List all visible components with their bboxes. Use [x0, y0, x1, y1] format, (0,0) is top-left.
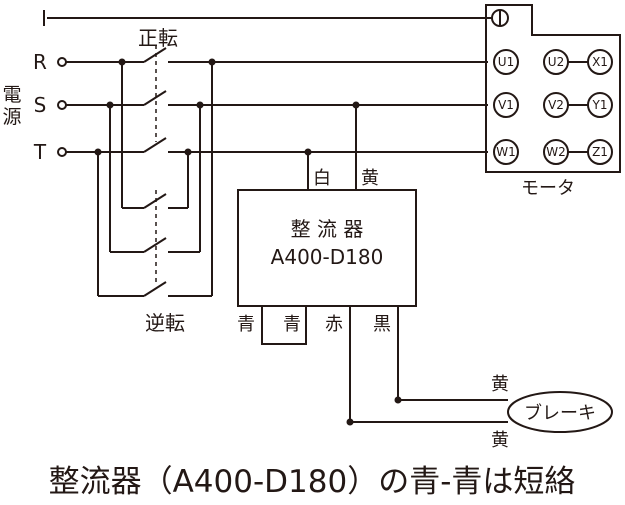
power-label-1: 電	[2, 84, 21, 106]
terminal-R	[57, 57, 67, 67]
label-X1: X1	[592, 55, 608, 69]
forward-label: 正転	[138, 26, 178, 50]
label-Z1: Z1	[592, 145, 608, 159]
rectifier-title: 整 流 器	[291, 217, 364, 241]
phase-R-label: R	[33, 50, 47, 74]
rectifier-box	[237, 189, 417, 307]
reverse-wiring	[97, 62, 213, 297]
wire-yellow-label: 黄	[361, 168, 379, 189]
power-label-2: 源	[2, 106, 21, 128]
rectifier-model: A400-D180	[271, 245, 384, 269]
line-S	[57, 90, 488, 110]
line-T	[57, 137, 488, 157]
motor-frame	[485, 4, 621, 173]
label-V2: V2	[548, 98, 564, 112]
label-Y1: Y1	[592, 98, 608, 112]
wire-red-label: 赤	[325, 314, 343, 335]
terminal-T	[57, 147, 67, 157]
wire-white-label: 白	[313, 168, 331, 189]
terminal-V1	[493, 92, 519, 118]
brake-label: ブレーキ	[524, 402, 596, 424]
brake-wire-bottom-label: 黄	[491, 430, 509, 451]
caption: 整流器（A400-D180）の青-青は短絡	[49, 464, 576, 500]
label-W2: W2	[546, 145, 566, 159]
motor-label: モータ	[521, 178, 575, 199]
wire-black-label: 黒	[373, 314, 391, 335]
phase-S-label: S	[34, 93, 47, 117]
reverse-label: 逆転	[145, 311, 185, 335]
label-U2: U2	[548, 55, 564, 69]
terminal-S	[57, 100, 67, 110]
label-U1: U1	[498, 55, 514, 69]
motor-terminals	[493, 49, 613, 165]
brake-coil	[507, 391, 613, 433]
label-W1: W1	[496, 145, 516, 159]
terminal-W1	[493, 139, 519, 165]
phase-T-label: T	[33, 140, 47, 164]
wire-blue-1-label: 青	[237, 314, 255, 335]
brake-wire-top-label: 黄	[491, 374, 509, 395]
line-R	[57, 47, 488, 67]
terminal-U1	[493, 49, 519, 75]
label-V1: V1	[498, 98, 514, 112]
wire-blue-2-label: 青	[283, 314, 301, 335]
rectifier-outputs	[261, 306, 508, 423]
ground-symbol	[43, 10, 500, 26]
